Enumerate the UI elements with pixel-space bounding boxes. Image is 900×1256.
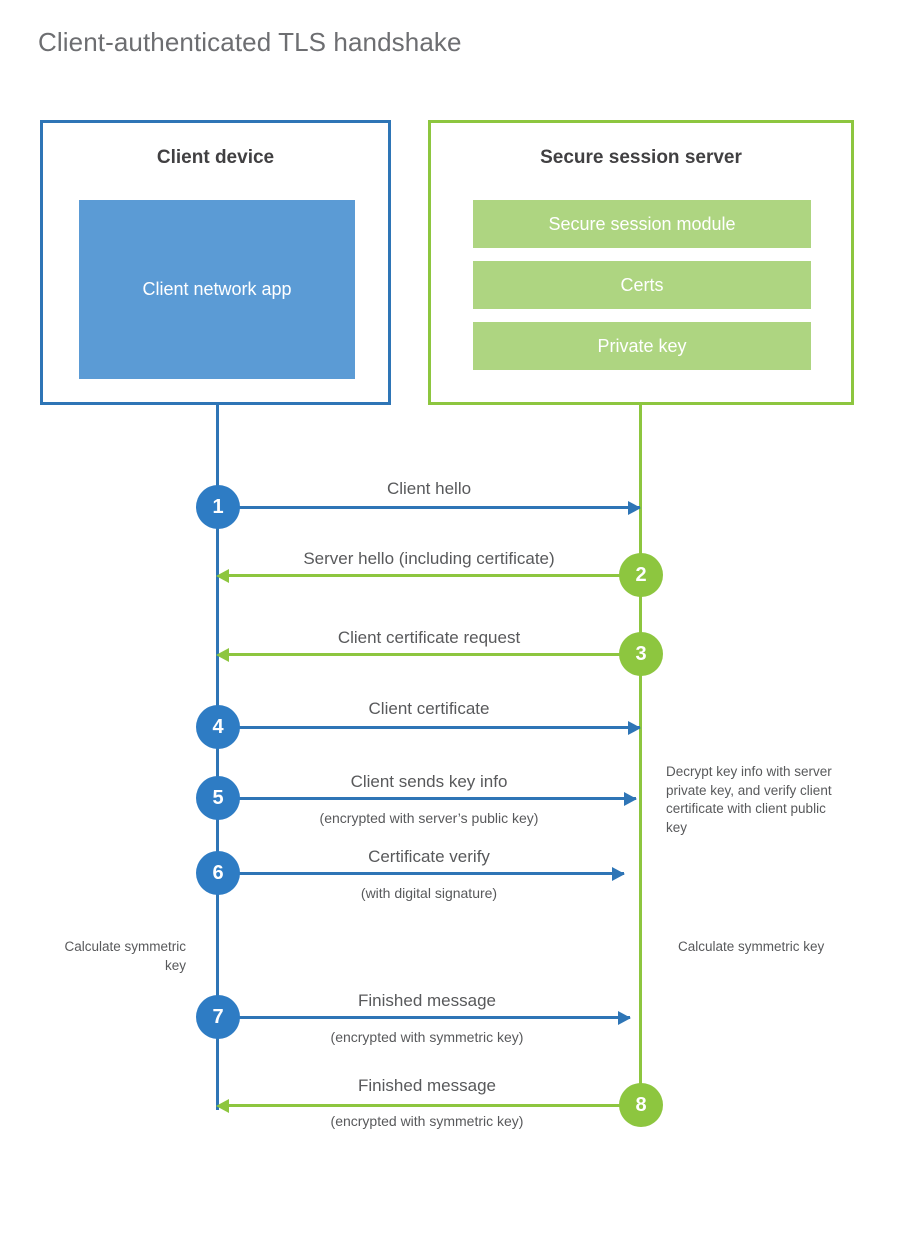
client-lifeline bbox=[216, 405, 219, 1110]
client-calculate-symmetric-key-annotation: Calculate symmetric key bbox=[64, 939, 186, 973]
server-component-bar: Private key bbox=[473, 322, 811, 370]
step-circle-5: 5 bbox=[196, 776, 240, 820]
server-components-list: Secure session module Certs Private key bbox=[473, 200, 811, 370]
client-network-app-block: Client network app bbox=[79, 200, 355, 379]
secure-session-server-title: Secure session server bbox=[540, 147, 742, 168]
client-device-box: Client device Client network app bbox=[40, 120, 391, 405]
step-circle-6: 6 bbox=[196, 851, 240, 895]
step-circle-4: 4 bbox=[196, 705, 240, 749]
message-1-arrowhead bbox=[628, 501, 641, 515]
message-7-line bbox=[218, 1016, 630, 1019]
message-4-line bbox=[218, 726, 640, 729]
server-lifeline bbox=[639, 405, 642, 1105]
message-7-sublabel: (encrypted with symmetric key) bbox=[330, 1029, 524, 1045]
message-1-line bbox=[218, 506, 640, 509]
message-6-sublabel: (with digital signature) bbox=[360, 885, 498, 901]
message-7-arrowhead bbox=[618, 1011, 631, 1025]
server-calculate-symmetric-key-annotation: Calculate symmetric key bbox=[678, 939, 825, 954]
message-4-arrowhead bbox=[628, 721, 641, 735]
message-2-arrowhead bbox=[216, 569, 229, 583]
message-7-label: Finished message bbox=[358, 991, 496, 1010]
message-2-line bbox=[229, 574, 641, 577]
step-circle-1: 1 bbox=[196, 485, 240, 529]
step-circle-7: 7 bbox=[196, 995, 240, 1039]
message-8-sublabel: (encrypted with symmetric key) bbox=[330, 1113, 524, 1129]
message-5-label: Client sends key info bbox=[350, 772, 508, 791]
message-3-arrowhead bbox=[216, 648, 229, 662]
message-3-line bbox=[229, 653, 641, 656]
message-3-label: Client certificate request bbox=[337, 628, 521, 647]
message-2-label: Server hello (including certificate) bbox=[303, 549, 555, 568]
secure-session-server-box: Secure session server Secure session mod… bbox=[428, 120, 854, 405]
message-5-sublabel: (encrypted with server’s public key) bbox=[319, 810, 539, 826]
message-6-label: Certificate verify bbox=[368, 847, 490, 866]
message-8-arrowhead bbox=[216, 1099, 229, 1113]
message-8-label: Finished message bbox=[358, 1076, 496, 1095]
message-5-line bbox=[218, 797, 636, 800]
message-4-label: Client certificate bbox=[368, 699, 490, 718]
message-6-arrowhead bbox=[612, 867, 625, 881]
step-circle-2: 2 bbox=[619, 553, 663, 597]
server-component-bar: Secure session module bbox=[473, 200, 811, 248]
server-component-bar: Certs bbox=[473, 261, 811, 309]
server-decrypt-annotation: Decrypt key info with server private key… bbox=[666, 764, 832, 835]
step-circle-8: 8 bbox=[619, 1083, 663, 1127]
page-title: Client-authenticated TLS handshake bbox=[38, 27, 462, 57]
step-circle-3: 3 bbox=[619, 632, 663, 676]
message-8-line bbox=[229, 1104, 641, 1107]
message-5-arrowhead bbox=[624, 792, 637, 806]
client-device-title: Client device bbox=[156, 147, 275, 168]
message-1-label: Client hello bbox=[386, 479, 472, 498]
message-6-line bbox=[218, 872, 624, 875]
